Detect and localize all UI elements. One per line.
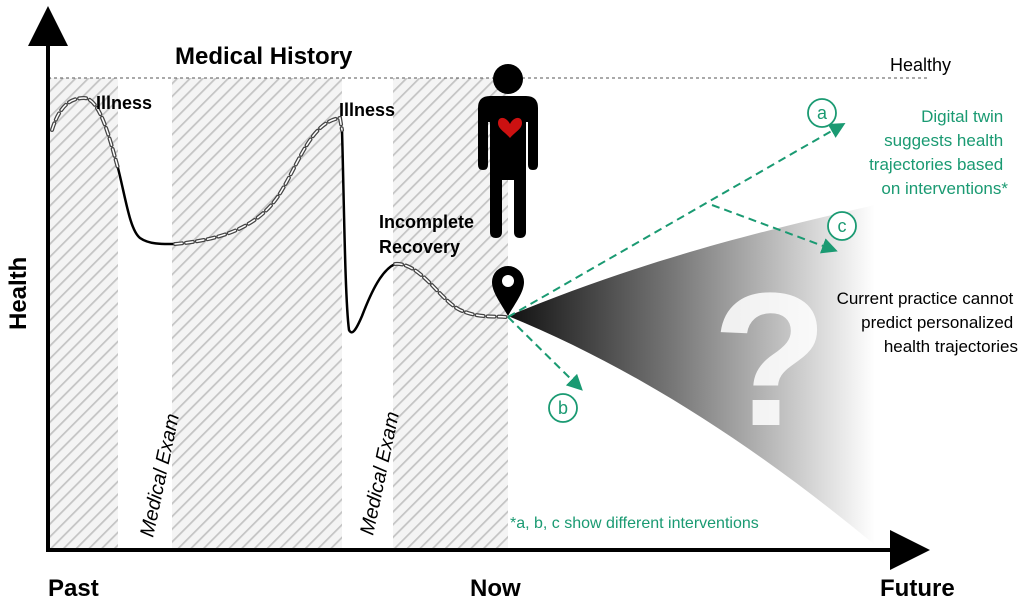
heart-icon [498, 117, 522, 138]
trajectory-solid-1 [116, 166, 177, 246]
digital-twin-line-3: trajectories based [869, 155, 1003, 174]
uncertainty-cone [508, 205, 875, 545]
current-practice-text: Current practice cannot predict personal… [837, 289, 1018, 356]
now-pin-icon [492, 266, 524, 316]
incomplete-recovery-line-2: Recovery [379, 237, 460, 257]
history-region-1 [48, 78, 118, 548]
x-label-past: Past [48, 575, 99, 602]
healthy-label: Healthy [890, 55, 951, 75]
intervention-b-label: b [558, 398, 568, 418]
x-label-now: Now [470, 575, 521, 602]
trajectory-solid-2 [340, 128, 397, 334]
digital-twin-line-4: on interventions* [881, 179, 1008, 198]
arrow-c [711, 204, 838, 254]
illness-label-1: Illness [96, 93, 152, 113]
intervention-a-label: a [817, 103, 828, 123]
intervention-c-label: c [838, 216, 847, 236]
trajectory-dashed-1-inner [51, 97, 119, 169]
current-practice-line-2: predict personalized [861, 313, 1013, 332]
x-label-future: Future [880, 575, 955, 602]
history-region-2 [172, 78, 342, 548]
incomplete-recovery-line-1: Incomplete [379, 212, 474, 232]
history-region-3 [393, 78, 508, 548]
interventions-footnote: *a, b, c show different interventions [510, 515, 759, 532]
health-trajectory [50, 95, 508, 334]
person-icon [478, 64, 538, 238]
illness-label-2: Illness [339, 100, 395, 120]
history-regions [48, 78, 508, 548]
intervention-arrows [507, 123, 846, 391]
digital-twin-text: Digital twin suggests health trajectorie… [869, 107, 1008, 198]
digital-twin-line-1: Digital twin [921, 107, 1003, 126]
intervention-b-marker: b [548, 393, 578, 423]
incomplete-recovery-label: Incomplete Recovery [379, 212, 479, 257]
diagram-title: Medical History [175, 43, 353, 70]
question-mark: ? [712, 254, 828, 466]
digital-twin-line-2: suggests health [884, 131, 1003, 150]
current-practice-line-3: health trajectories [884, 337, 1018, 356]
current-practice-line-1: Current practice cannot [837, 289, 1014, 308]
arrow-b [507, 316, 583, 391]
intervention-a-marker: a [807, 98, 837, 128]
trajectory-dashed-2-inner [174, 117, 343, 245]
intervention-c-marker: c [827, 211, 857, 241]
y-axis-label: Health [5, 257, 32, 330]
trajectory-dashed-3-inner [394, 263, 507, 318]
